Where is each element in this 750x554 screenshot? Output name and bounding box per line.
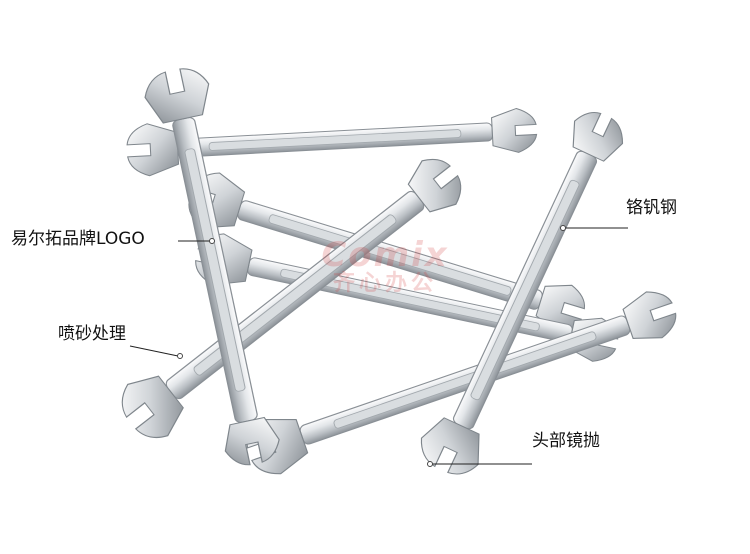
callout-sandblast: 喷砂处理 (58, 324, 126, 344)
callout-chrome-vanadium-steel: 铬钒钢 (626, 198, 677, 218)
callout-brand-logo: 易尔拓品牌LOGO (11, 229, 145, 249)
callout-leaders (129, 227, 628, 465)
callout-dots (177, 225, 566, 467)
wrench-vertical-right (412, 102, 636, 484)
callout-head-mirror-polish: 头部镜抛 (532, 431, 600, 451)
